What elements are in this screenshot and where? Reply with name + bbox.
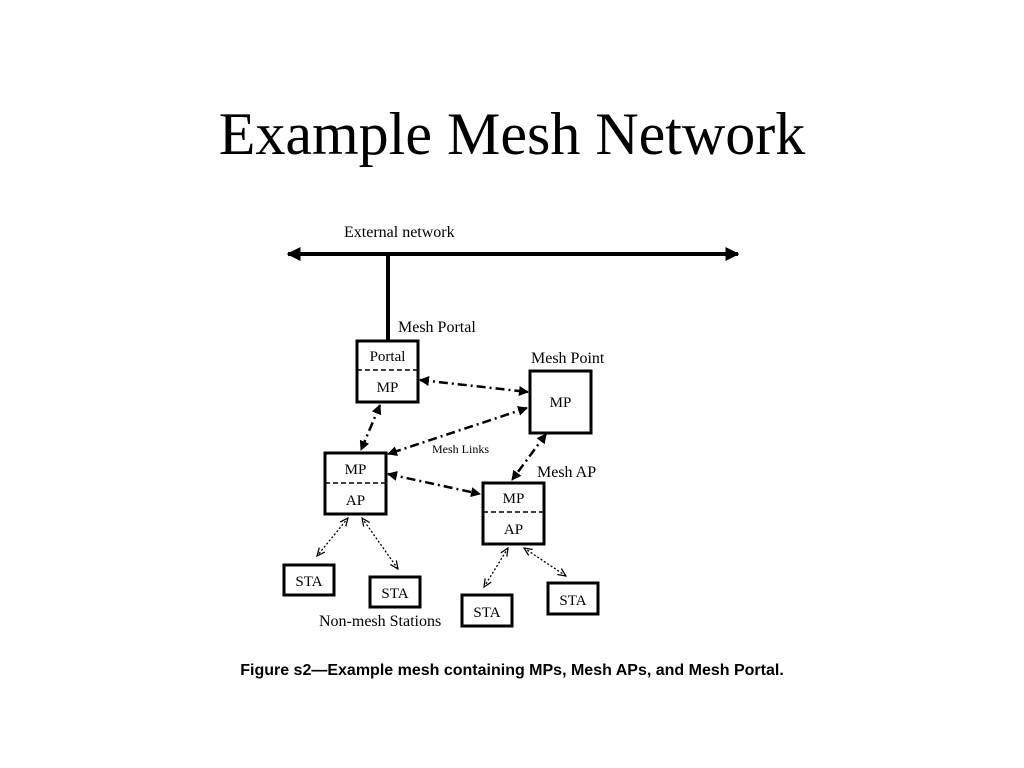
mesh-ap-left-top: MP	[345, 462, 367, 478]
mesh-link-apleft-apright	[387, 471, 481, 497]
sta-node-4-text: STA	[559, 593, 586, 609]
sta-link-4	[524, 548, 566, 576]
mesh-ap-right-bottom: AP	[504, 522, 523, 538]
figure-caption: Figure s2—Example mesh containing MPs, M…	[240, 662, 784, 679]
mesh-ap-left-node: MP AP	[323, 451, 388, 516]
slide-title: Example Mesh Network	[218, 101, 806, 167]
portal-node-bottom: MP	[377, 380, 399, 396]
sta-node-4: STA	[546, 581, 600, 616]
sta-node-1: STA	[282, 563, 336, 597]
mesh-links-label: Mesh Links	[432, 442, 489, 456]
sta-link-2	[362, 518, 398, 569]
mesh-point-label: Mesh Point	[531, 350, 605, 367]
sta-node-3-text: STA	[473, 605, 500, 621]
sta-node-2-text: STA	[381, 586, 408, 602]
external-network-label: External network	[344, 224, 455, 241]
mesh-link-portal-apleft	[359, 404, 382, 451]
sta-node-1-text: STA	[295, 574, 322, 590]
mesh-point-node-text: MP	[550, 395, 572, 411]
mesh-ap-label: Mesh AP	[537, 464, 596, 481]
sta-node-3: STA	[460, 593, 514, 628]
non-mesh-stations-label: Non-mesh Stations	[319, 613, 441, 630]
mesh-link-meshpoint-apleft	[387, 406, 528, 456]
mesh-point-node: MP	[528, 369, 593, 435]
portal-node-top: Portal	[370, 349, 406, 365]
mesh-portal-label: Mesh Portal	[398, 319, 476, 336]
sta-link-3	[484, 548, 508, 587]
portal-node: Portal MP	[355, 339, 420, 404]
mesh-ap-left-bottom: AP	[346, 493, 365, 509]
sta-node-2: STA	[368, 575, 422, 609]
sta-link-1	[317, 518, 348, 556]
mesh-link-portal-meshpoint	[419, 376, 529, 396]
mesh-ap-right-node: MP AP	[481, 481, 546, 546]
mesh-ap-right-top: MP	[503, 491, 525, 507]
